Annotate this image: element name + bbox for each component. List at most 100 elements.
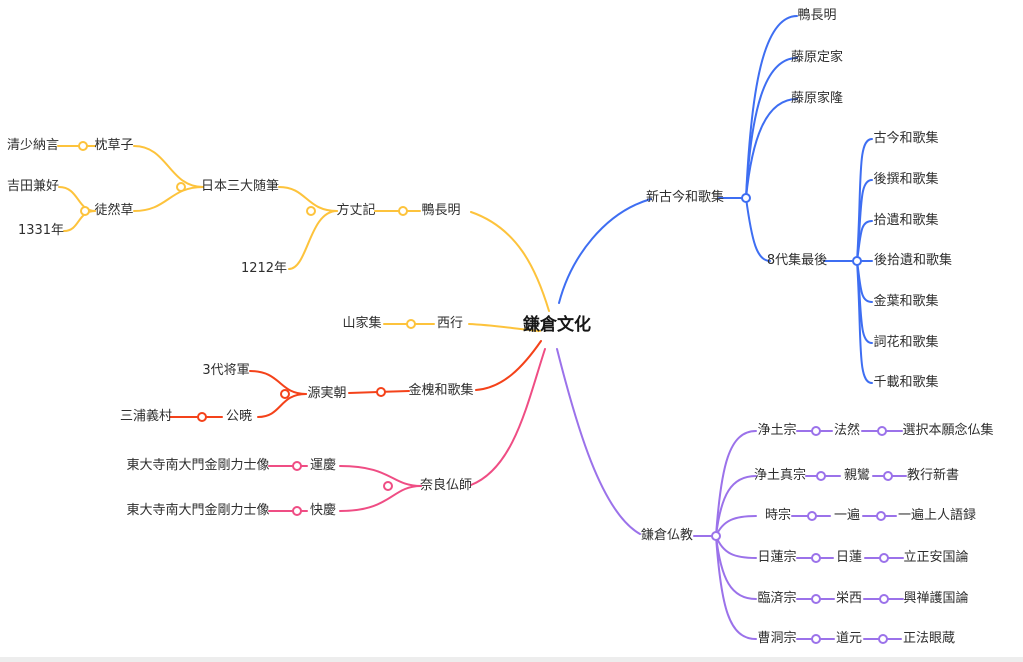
node-sei-shonagon[interactable]: 清少納言 xyxy=(6,138,60,154)
branch-curve xyxy=(745,197,771,262)
connector-node[interactable] xyxy=(383,481,393,491)
node-makura-no-soshi[interactable]: 枕草子 xyxy=(94,138,134,154)
branch-curve xyxy=(715,515,757,537)
node-fujiwara-no-teika[interactable]: 藤原定家 xyxy=(790,50,844,66)
branch-yellow xyxy=(57,141,550,332)
node-todaiji-kongorikishi-1[interactable]: 東大寺南大門金剛力士像 xyxy=(126,458,270,474)
node-kamakura-bukkyo[interactable]: 鎌倉仏教 xyxy=(640,528,694,544)
connector-node[interactable] xyxy=(811,634,821,644)
node-nichiren[interactable]: 日蓮 xyxy=(835,550,863,566)
connector-node[interactable] xyxy=(292,506,302,516)
connector-node[interactable] xyxy=(877,426,887,436)
connector-node[interactable] xyxy=(176,182,186,192)
connector-node[interactable] xyxy=(879,594,889,604)
connector-node[interactable] xyxy=(398,206,408,216)
node-yoshida-kenko[interactable]: 吉田兼好 xyxy=(6,179,60,195)
branch-curve xyxy=(558,198,652,304)
node-eisai[interactable]: 栄西 xyxy=(835,591,863,607)
connector-node[interactable] xyxy=(376,387,386,397)
node-kinyo-wakashu[interactable]: 金葉和歌集 xyxy=(873,294,939,310)
node-senzai-wakashu[interactable]: 千載和歌集 xyxy=(873,375,939,391)
node-year-1212[interactable]: 1212年 xyxy=(240,261,288,277)
node-sandai-shogun[interactable]: 3代将軍 xyxy=(202,363,250,379)
node-honen[interactable]: 法然 xyxy=(833,423,861,439)
connector-node[interactable] xyxy=(80,206,90,216)
node-rinzaishu[interactable]: 臨済宗 xyxy=(757,591,797,607)
branch-curve xyxy=(856,220,873,262)
node-ippen[interactable]: 一遍 xyxy=(833,508,861,524)
connector-node[interactable] xyxy=(876,511,886,521)
branch-blue xyxy=(558,15,873,384)
node-kozen-gokokuron[interactable]: 興禅護国論 xyxy=(903,591,969,607)
node-kyogyo-shinsho[interactable]: 教行新書 xyxy=(906,468,960,484)
branch-red xyxy=(169,340,542,422)
node-rissho-ankokuron[interactable]: 立正安国論 xyxy=(903,550,969,566)
node-hachidaishu-saigo[interactable]: 8代集最後 xyxy=(766,253,828,269)
connector-node[interactable] xyxy=(852,256,862,266)
connector-node[interactable] xyxy=(78,141,88,151)
node-nichirenshu[interactable]: 日蓮宗 xyxy=(757,550,797,566)
connector-node[interactable] xyxy=(807,511,817,521)
branch-purple xyxy=(556,348,907,644)
branch-curve xyxy=(470,348,546,486)
connector-node[interactable] xyxy=(197,412,207,422)
node-kamo-no-chomei-left[interactable]: 鴨長明 xyxy=(421,203,461,219)
node-gosen-wakashu[interactable]: 後撰和歌集 xyxy=(873,172,939,188)
connector-node[interactable] xyxy=(306,206,316,216)
connector-node[interactable] xyxy=(292,461,302,471)
node-shui-wakashu[interactable]: 拾遺和歌集 xyxy=(873,213,939,229)
connector-node[interactable] xyxy=(811,553,821,563)
node-kaikei[interactable]: 快慶 xyxy=(309,503,337,519)
connector-node[interactable] xyxy=(878,634,888,644)
node-jodoshu[interactable]: 浄土宗 xyxy=(757,423,797,439)
node-jishu[interactable]: 時宗 xyxy=(764,508,792,524)
branch-curve xyxy=(58,186,96,212)
node-kinkai-wakashu[interactable]: 金槐和歌集 xyxy=(408,383,474,399)
node-fujiwara-no-karyu[interactable]: 藤原家隆 xyxy=(790,91,844,107)
connector-node[interactable] xyxy=(741,193,751,203)
node-minamoto-no-sanetomo[interactable]: 源実朝 xyxy=(307,386,347,402)
node-goshui-wakashu[interactable]: 後拾遺和歌集 xyxy=(873,253,953,269)
node-nara-busshi[interactable]: 奈良仏師 xyxy=(419,478,473,494)
node-saigyo[interactable]: 西行 xyxy=(436,316,464,332)
node-senchaku-hongan-nenbutsushu[interactable]: 選択本願念仏集 xyxy=(902,423,994,439)
connector-node[interactable] xyxy=(811,426,821,436)
connector-node[interactable] xyxy=(879,553,889,563)
connector-node[interactable] xyxy=(711,531,721,541)
connector-node[interactable] xyxy=(816,471,826,481)
connector-node[interactable] xyxy=(406,319,416,329)
branch-curve xyxy=(339,485,422,512)
node-dogen[interactable]: 道元 xyxy=(835,631,863,647)
branch-curve xyxy=(715,475,757,537)
node-unkei[interactable]: 運慶 xyxy=(309,458,337,474)
node-kugyo[interactable]: 公暁 xyxy=(225,409,253,425)
branch-curve xyxy=(468,323,541,332)
node-kamo-no-chomei-right[interactable]: 鴨長明 xyxy=(797,8,837,24)
node-ippen-shonin-goroku[interactable]: 一遍上人語録 xyxy=(897,508,977,524)
connector-node[interactable] xyxy=(280,389,290,399)
node-jodo-shinshu[interactable]: 浄土真宗 xyxy=(753,468,807,484)
node-kokin-wakashu[interactable]: 古今和歌集 xyxy=(873,131,939,147)
connector-node[interactable] xyxy=(811,594,821,604)
node-todaiji-kongorikishi-2[interactable]: 東大寺南大門金剛力士像 xyxy=(126,503,270,519)
canvas-bottom-edge xyxy=(0,657,1023,662)
node-miura-yoshimura[interactable]: 三浦義村 xyxy=(119,409,173,425)
connector-node[interactable] xyxy=(883,471,893,481)
node-year-1331[interactable]: 1331年 xyxy=(17,223,65,239)
node-shobo-genzo[interactable]: 正法眼蔵 xyxy=(902,631,956,647)
node-tsurezuregusa[interactable]: 徒然草 xyxy=(94,203,134,219)
node-hojoki[interactable]: 方丈記 xyxy=(336,203,376,219)
node-sankashu[interactable]: 山家集 xyxy=(342,316,382,332)
node-shinran[interactable]: 親鸞 xyxy=(843,468,871,484)
root-node-kamakura-bunka[interactable]: 鎌倉文化 xyxy=(523,314,591,335)
branch-curve xyxy=(745,98,798,199)
branch-curve xyxy=(470,211,550,312)
node-shin-kokin-wakashu[interactable]: 新古今和歌集 xyxy=(645,190,725,206)
branch-curve xyxy=(715,535,757,640)
node-shika-wakashu[interactable]: 詞花和歌集 xyxy=(873,335,939,351)
node-sotoshu[interactable]: 曹洞宗 xyxy=(757,631,797,647)
node-nihon-sandai-zuihitsu[interactable]: 日本三大随筆 xyxy=(200,179,280,195)
branch-curve xyxy=(249,370,307,395)
